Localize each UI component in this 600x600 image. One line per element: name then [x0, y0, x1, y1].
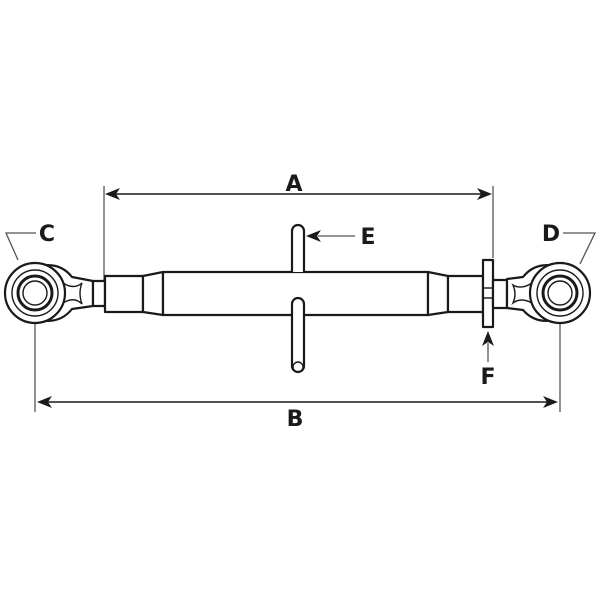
lock-nut-flange	[481, 258, 495, 329]
right-ball-eye: D	[491, 222, 597, 325]
dimension-a-left-arrow-icon	[105, 188, 120, 200]
dimension-b-left-arrow-icon	[37, 396, 52, 408]
left-eye-mid-ring	[11, 269, 59, 317]
label-c: C	[39, 222, 55, 247]
label-d-leader-line	[563, 232, 597, 265]
left-eye-bore	[22, 280, 48, 306]
handle-lower-bar	[290, 296, 306, 374]
left-taper	[141, 270, 165, 317]
right-eye-bore	[547, 280, 573, 306]
right-eye-jaw-notch	[511, 282, 533, 306]
label-c-leader-line	[4, 232, 36, 261]
adjustment-handle: E	[290, 223, 376, 374]
label-a: A	[285, 172, 302, 197]
label-e-arrow-icon	[306, 230, 321, 242]
label-f: F	[480, 365, 495, 390]
left-collar	[91, 279, 107, 308]
right-collar	[491, 278, 509, 310]
left-end-section	[103, 274, 145, 314]
label-d: D	[542, 222, 560, 247]
label-e: E	[360, 225, 375, 250]
dimension-b-right-arrow-icon	[543, 396, 558, 408]
right-end-section	[446, 274, 485, 314]
left-eye-jaw-notch	[62, 282, 83, 305]
right-eye-mid-ring	[536, 269, 584, 317]
handle-end-cap	[292, 361, 304, 373]
dimension-a-right-arrow-icon	[477, 188, 492, 200]
label-b: B	[287, 407, 304, 432]
dimension-b: B	[34, 296, 561, 432]
label-f-arrow-icon	[482, 331, 494, 346]
top-link-body	[91, 270, 485, 317]
dimension-a: A	[103, 172, 494, 282]
handle-upper-bar	[290, 223, 306, 272]
left-ball-eye: C	[3, 222, 95, 325]
right-taper	[426, 270, 450, 317]
